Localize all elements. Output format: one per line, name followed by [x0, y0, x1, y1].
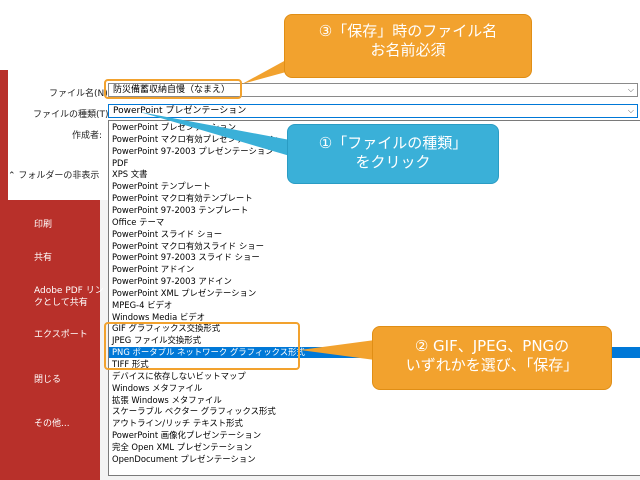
callout-step2-line2: いずれかを選び、「保存」	[405, 356, 579, 374]
filetype-option[interactable]: GIF グラフィックス交換形式	[112, 323, 221, 334]
filetype-option[interactable]: スケーラブル ベクター グラフィックス形式	[112, 406, 276, 417]
filetype-option[interactable]: PowerPoint 97-2003 アドイン	[112, 276, 232, 287]
filetype-option[interactable]: PowerPoint マクロ有効プレゼンテーション	[112, 133, 278, 144]
filetype-option[interactable]: PowerPoint XML プレゼンテーション	[112, 287, 257, 298]
filetype-option[interactable]: PowerPoint テンプレート	[112, 181, 211, 192]
filetype-value: PowerPoint プレゼンテーション	[113, 106, 247, 116]
image-format-highlight	[104, 322, 300, 370]
filetype-label: ファイルの種類(T):	[33, 110, 112, 120]
filetype-option[interactable]: PowerPoint アドイン	[112, 264, 195, 275]
hide-folders-button[interactable]: ⌃ フォルダーの非表示	[8, 171, 100, 181]
filetype-option[interactable]: PowerPoint 97-2003 テンプレート	[112, 204, 249, 215]
chevron-down-icon[interactable]: ⌵	[627, 106, 634, 115]
filetype-option[interactable]: TIFF 形式	[112, 359, 149, 369]
filetype-option[interactable]: アウトライン/リッチ テキスト形式	[112, 418, 243, 429]
callout-step1-line1: ①「ファイルの種類」	[318, 134, 468, 152]
filetype-option[interactable]: MPEG-4 ビデオ	[112, 299, 173, 310]
filetype-option[interactable]: デバイスに依存しないビットマップ	[112, 370, 246, 381]
author-label: 作成者:	[72, 131, 103, 141]
filetype-option[interactable]: Windows Media ビデオ	[112, 311, 205, 322]
callout-step3-line1: ③「保存」時のファイル名	[318, 22, 498, 40]
filetype-option[interactable]: PowerPoint プレゼンテーション	[112, 122, 236, 132]
chevron-up-icon: ⌃	[8, 171, 16, 181]
callout-step2: ② GIF、JPEG、PNGの いずれかを選び、「保存」	[372, 326, 612, 390]
backstage-item-more[interactable]: その他...	[34, 419, 70, 429]
filetype-option[interactable]: PowerPoint 97-2003 スライド ショー	[112, 252, 260, 263]
filename-value: 防災備蓄収納自慢（なまえ）	[113, 85, 231, 95]
callout-step1-line2: をクリック	[355, 153, 431, 171]
filetype-option[interactable]: PDF	[112, 157, 129, 168]
callout-step1: ①「ファイルの種類」 をクリック	[287, 124, 499, 184]
backstage-item-share[interactable]: 共有	[34, 253, 53, 263]
filetype-option[interactable]: PowerPoint マクロ有効スライド ショー	[112, 240, 264, 251]
filename-highlight	[104, 79, 242, 99]
backstage-item-export[interactable]: エクスポート	[34, 330, 88, 340]
filetype-option[interactable]: PowerPoint 画像化プレゼンテーション	[112, 430, 262, 441]
filetype-option[interactable]: 拡張 Windows メタファイル	[112, 394, 222, 405]
filename-label: ファイル名(N):	[49, 89, 111, 99]
backstage-item-close[interactable]: 閉じる	[34, 375, 62, 385]
backstage-item-adobe-pdf-share[interactable]: Adobe PDF リンクとして共有	[34, 286, 104, 308]
filetype-option[interactable]: JPEG ファイル交換形式	[112, 335, 201, 346]
backstage-menu: 印刷 共有 Adobe PDF リンクとして共有 エクスポート 閉じる その他.…	[0, 200, 104, 480]
filetype-option[interactable]: Windows メタファイル	[112, 382, 203, 393]
callout-step3: ③「保存」時のファイル名 お名前必須	[284, 14, 532, 78]
chevron-down-icon[interactable]: ⌵	[627, 85, 634, 94]
backstage-item-print[interactable]: 印刷	[34, 220, 53, 230]
filetype-option[interactable]: OpenDocument プレゼンテーション	[112, 453, 256, 464]
filetype-option[interactable]: PowerPoint 97-2003 プレゼンテーション	[112, 145, 274, 156]
callout-step2-line1: ② GIF、JPEG、PNGの	[414, 337, 570, 355]
filetype-option[interactable]: PowerPoint スライド ショー	[112, 228, 223, 239]
filetype-option[interactable]: XPS 文書	[112, 169, 148, 180]
filetype-dropdown[interactable]: PowerPoint プレゼンテーション ⌵	[108, 104, 638, 118]
filetype-option[interactable]: 完全 Open XML プレゼンテーション	[112, 441, 252, 452]
callout3-pointer	[242, 60, 286, 84]
callout1-pointer	[140, 112, 290, 156]
filetype-option[interactable]: PowerPoint マクロ有効テンプレート	[112, 193, 253, 204]
callout-step3-line2: お名前必須	[370, 41, 446, 59]
filetype-option[interactable]: Office テーマ	[112, 216, 165, 227]
callout2-pointer	[300, 340, 375, 360]
